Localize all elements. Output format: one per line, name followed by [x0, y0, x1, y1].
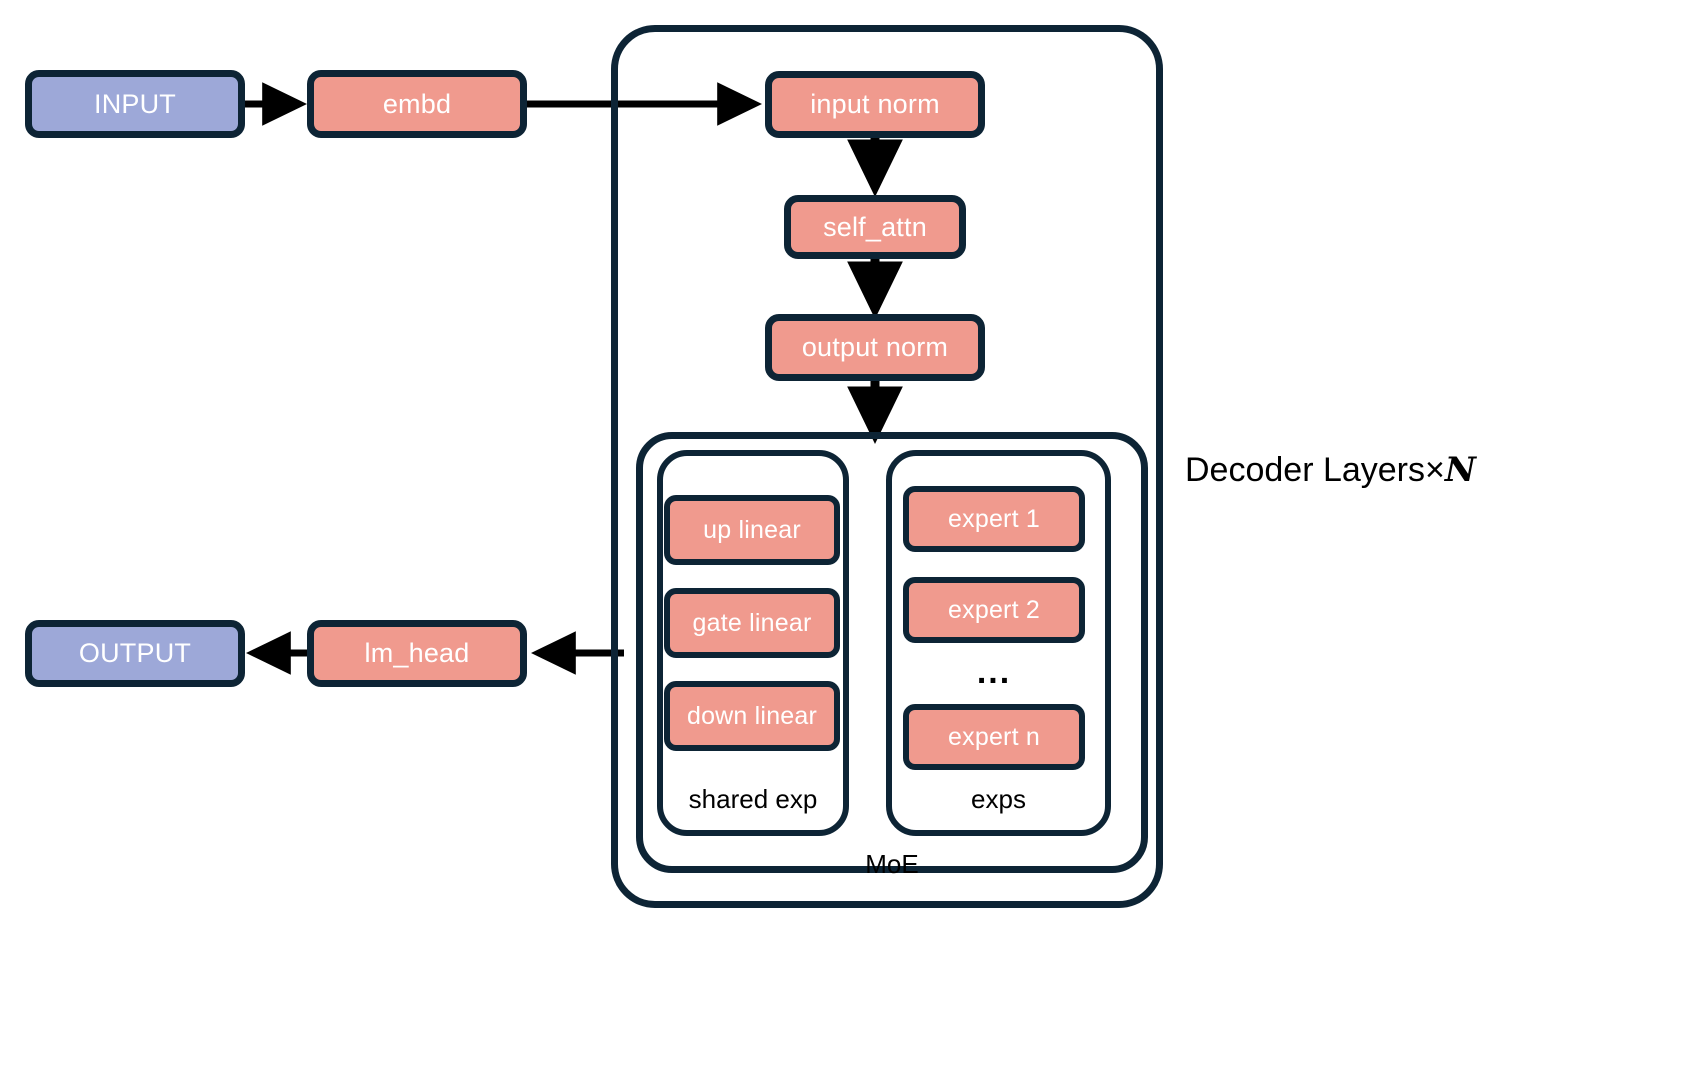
node-input-norm-label: input norm [810, 89, 940, 119]
node-input-label: INPUT [94, 88, 176, 119]
node-embd-label: embd [382, 88, 452, 119]
node-lm-head[interactable]: lm_head [307, 620, 527, 687]
experts-group-label: exps [971, 784, 1026, 814]
decoder-layers-label-text: Decoder Layers× [1185, 451, 1445, 489]
node-up-linear[interactable]: up linear [664, 495, 840, 565]
node-down-linear-label: down linear [686, 701, 818, 730]
node-expert-2-label: expert 2 [948, 595, 1040, 624]
experts-ellipsis: ... [976, 653, 1012, 691]
node-gate-linear[interactable]: gate linear [664, 588, 840, 658]
node-expert-1[interactable]: expert 1 [903, 486, 1085, 552]
decoder-layers-container [611, 25, 1163, 908]
node-embd[interactable]: embd [307, 70, 527, 138]
decoder-layers-count: N [1444, 450, 1476, 490]
moe-label: MoE [865, 849, 919, 879]
node-gate-linear-label: gate linear [692, 608, 812, 637]
decoder-layers-label: Decoder Layers×N [1185, 453, 1476, 487]
node-input[interactable]: INPUT [25, 70, 245, 138]
shared-expert-group [657, 450, 849, 836]
node-output[interactable]: OUTPUT [25, 620, 245, 687]
experts-group [886, 450, 1111, 836]
node-up-linear-label: up linear [703, 515, 801, 544]
node-output-norm[interactable]: output norm [765, 314, 985, 381]
node-self-attn-label: self_attn [823, 211, 927, 242]
node-expert-1-label: expert 1 [948, 504, 1040, 533]
node-expert-2[interactable]: expert 2 [903, 577, 1085, 643]
node-lm-head-label: lm_head [364, 638, 470, 668]
node-output-label: OUTPUT [78, 638, 192, 668]
node-self-attn[interactable]: self_attn [784, 195, 966, 259]
node-expert-n-label: expert n [948, 722, 1040, 751]
node-input-norm[interactable]: input norm [765, 71, 985, 138]
node-output-norm-label: output norm [801, 332, 949, 362]
node-expert-n[interactable]: expert n [903, 704, 1085, 770]
node-down-linear[interactable]: down linear [664, 681, 840, 751]
shared-expert-group-label: shared exp [688, 784, 818, 814]
